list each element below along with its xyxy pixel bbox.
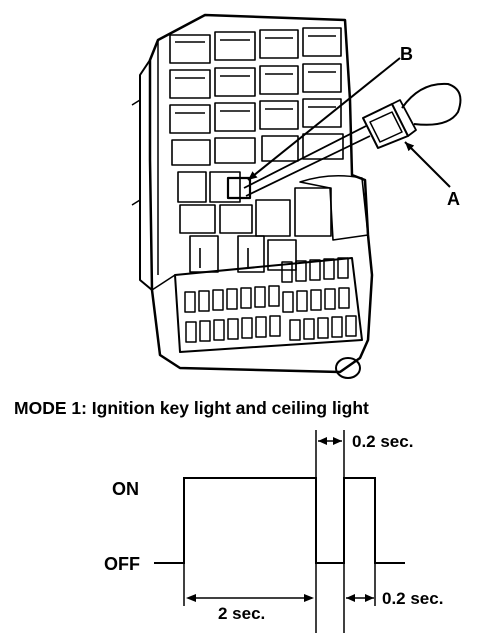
jumper-connector [362,82,462,149]
fuse-box-outline [148,13,374,374]
fuse-row-bottom [185,315,357,343]
relay-grid [169,27,344,166]
duration-on-label: 2 sec. [218,604,265,623]
mode-title: MODE 1: Ignition key light and ceiling l… [14,398,369,418]
fuse-row-top [281,257,349,283]
on-level-label: ON [112,479,139,499]
fuse-row-middle [184,285,350,313]
callout-label-b: B [400,44,413,64]
duration-gap-label: 0.2 sec. [352,432,413,451]
callout-label-a: A [447,189,460,209]
off-level-label: OFF [104,554,140,574]
timing-diagram [154,430,405,633]
duration-pulse-label: 0.2 sec. [382,589,443,608]
jumper-loop [401,82,462,126]
fuse-box-illustration [131,13,462,379]
fuse-panel [174,257,363,353]
timing-waveform [154,477,405,564]
